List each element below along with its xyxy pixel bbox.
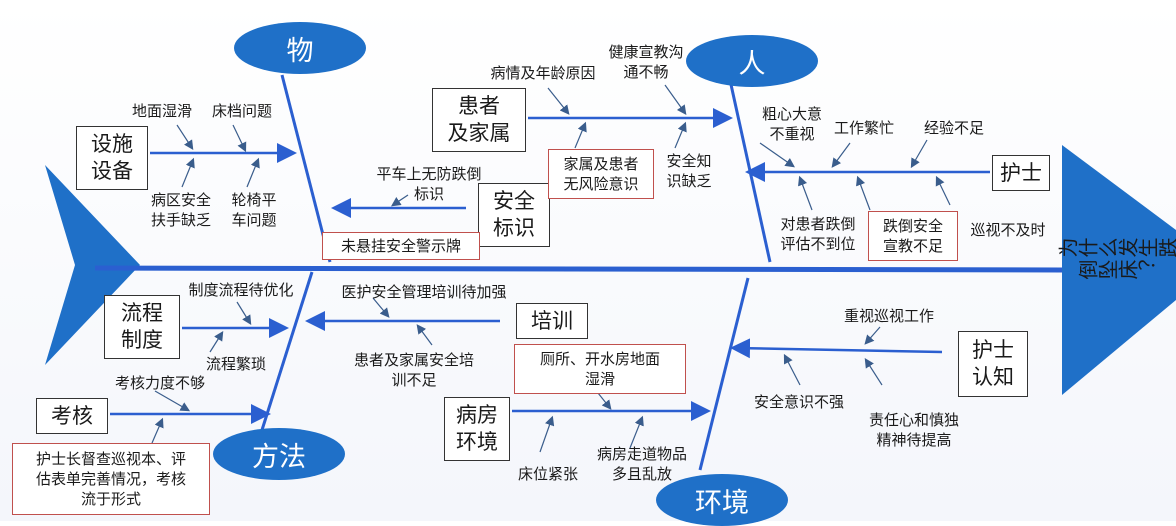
redbox-hushizhang: 护士长督查巡视本、评 估表单完善情况，考核 流于形式: [12, 443, 210, 515]
box-huanzhe: 患者 及家属: [432, 88, 526, 152]
redbox-diedao: 跌倒安全 宣教不足: [868, 211, 958, 261]
label-liuchengfansuo: 流程繁琐: [205, 355, 266, 373]
label-bingqu: 病区安全 扶手缺乏: [150, 191, 211, 229]
label-bingfangzoudao: 病房走道物品 多且乱放: [596, 445, 687, 483]
label-chuangwei: 床位紧张: [517, 465, 578, 483]
box-peixun: 培训: [516, 303, 588, 339]
bone-wu: [280, 74, 332, 263]
label-xunshi: 巡视不及时: [970, 221, 1046, 239]
label-zhongshi: 重视巡视工作: [843, 307, 934, 325]
box-kaohe: 考核: [36, 398, 108, 434]
label-gongzuo: 工作繁忙: [833, 119, 894, 137]
cause-arrows: [151, 84, 951, 453]
label-jingyan: 经验不足: [923, 119, 984, 137]
spine-line: [94, 265, 1063, 273]
label-pingche: 平车上无防跌倒 标识: [376, 165, 482, 203]
label-zerenxin: 责任心和慎独 精神待提高: [868, 411, 959, 449]
redbox-weixuangua: 未悬挂安全警示牌: [322, 232, 480, 260]
label-chuangdang: 床档问题: [211, 102, 272, 120]
redbox-cesuo: 厕所、开水房地面 湿滑: [514, 344, 686, 394]
box-anquan: 安全 标识: [478, 183, 550, 247]
label-kaoheli: 考核力度不够: [114, 374, 205, 392]
bone-huanjing: [698, 277, 750, 471]
sub-hushirenzhi: [730, 338, 943, 359]
category-fangfa: 方法: [213, 428, 345, 480]
box-hushirenzhi: 护士 认知: [958, 331, 1028, 397]
box-sheshi: 设施 设备: [76, 126, 148, 190]
fish-head: [1062, 145, 1176, 395]
problem-statement: 为什么发生跌倒坠床？: [1058, 237, 1176, 283]
label-dimian: 地面湿滑: [131, 102, 192, 120]
box-bingfang: 病房 环境: [444, 397, 510, 461]
label-zhidu: 制度流程待优化: [188, 281, 294, 299]
category-wu: 物: [234, 22, 366, 74]
box-hushi: 护士: [992, 155, 1050, 191]
label-lunyi: 轮椅平 车问题: [231, 191, 277, 229]
fish-tail: [45, 165, 140, 365]
category-huanjing: 环境: [656, 474, 788, 526]
label-yihu: 医护安全管理培训待加强: [341, 283, 507, 301]
label-bingqing: 病情及年龄原因: [490, 64, 596, 82]
label-huanzhejiashu: 患者及家属安全培 训不足: [353, 351, 474, 389]
bone-fangfa: [260, 271, 314, 431]
label-jiankang: 健康宣教沟 通不畅: [608, 43, 684, 81]
category-ren: 人: [686, 35, 818, 87]
label-cuxin: 粗心大意 不重视: [761, 105, 822, 143]
box-liucheng: 流程 制度: [104, 295, 180, 359]
label-anquanyishi: 安全意识不强: [753, 393, 844, 411]
label-anquanzhi: 安全知 识缺乏: [666, 152, 712, 190]
label-duihuanzhe: 对患者跌倒 评估不到位: [780, 215, 856, 253]
redbox-jiashu: 家属及患者 无风险意识: [548, 149, 654, 199]
